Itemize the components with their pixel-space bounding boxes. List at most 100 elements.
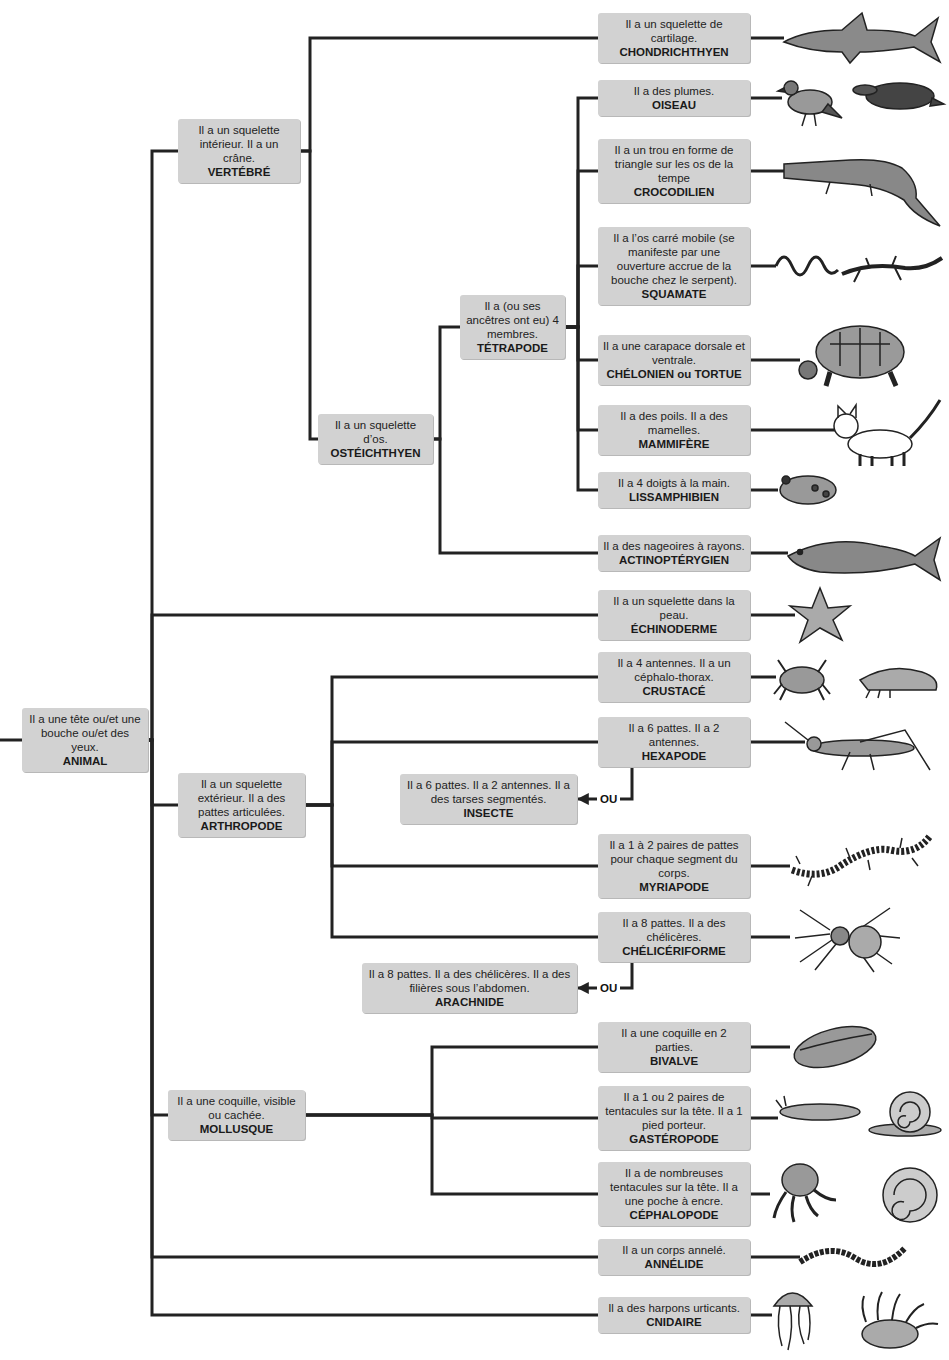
taxon-trait: Il a des harpons urticants. [603, 1301, 745, 1315]
crab-and-shrimp [860, 668, 937, 690]
cat [910, 400, 940, 438]
taxon-name: BIVALVE [603, 1054, 745, 1068]
octopus-and-nautilus [782, 1164, 818, 1196]
snake-and-lizard [776, 257, 838, 275]
leader-lines [748, 359, 800, 362]
taxon-box: Il a des plumes.OISEAU [598, 80, 750, 116]
grasshopper [785, 722, 930, 770]
taxon-box: Il a 8 pattes. Il a des chélicères. Il a… [362, 963, 577, 1013]
edge-label: OU [597, 982, 620, 995]
taxon-trait: Il a 4 doigts à la main. [603, 476, 745, 490]
taxon-trait: Il a 8 pattes. Il a des chélicères. Il a… [367, 967, 572, 995]
taxon-box: Il a un squelette d’os.OSTÉICHTHYEN [318, 414, 433, 464]
worm [800, 1248, 905, 1264]
taxon-trait: Il a une coquille en 2 parties. [603, 1026, 745, 1054]
taxon-name: HEXAPODE [603, 749, 745, 763]
taxon-name: ANNÉLIDE [603, 1257, 745, 1271]
taxon-name: MAMMIFÈRE [603, 437, 745, 451]
taxon-box: Il a un squelette intérieur. Il a un crâ… [178, 119, 300, 183]
taxon-box: Il a un corps annelé.ANNÉLIDE [598, 1239, 750, 1275]
tree-branch [305, 805, 598, 937]
taxon-box: Il a une carapace dorsale et ventrale.CH… [598, 335, 750, 385]
taxon-name: CHÉLONIEN ou TORTUE [603, 367, 745, 381]
leader-lines [748, 429, 835, 432]
edge-label: OU [597, 793, 620, 806]
taxon-box: Il a un squelette extérieur. Il a des pa… [178, 773, 305, 837]
taxon-trait: Il a (ou ses ancêtres ont eu) 4 membres. [465, 299, 560, 341]
taxon-name: MYRIAPODE [603, 880, 745, 894]
leader-lines [748, 265, 776, 268]
taxon-box: Il a des poils. Il a des mamelles.MAMMIF… [598, 405, 750, 455]
taxon-trait: Il a une coquille, visible ou cachée. [173, 1094, 300, 1122]
taxon-name: CHÉLICÉRIFORME [603, 944, 745, 958]
spider [795, 908, 900, 972]
jellyfish-and-anemone [778, 1306, 810, 1350]
leader-lines [748, 741, 805, 744]
leader-lines [0, 739, 24, 742]
shark [784, 13, 940, 63]
octopus-and-nautilus [892, 1179, 926, 1219]
taxon-name: CRUSTACÉ [603, 684, 745, 698]
turtle [826, 372, 896, 386]
octopus-and-nautilus [883, 1168, 937, 1222]
taxon-name: CNIDAIRE [603, 1315, 745, 1329]
crab-and-shrimp [774, 660, 830, 700]
leader-lines [748, 1046, 790, 1049]
centipede [796, 838, 918, 886]
tree-branch [300, 151, 318, 439]
taxon-trait: Il a de nombreuses tentacules sur la têt… [603, 1166, 745, 1208]
turtle [799, 326, 904, 386]
bird-and-platypus [930, 98, 944, 106]
fish [788, 538, 940, 580]
slug-and-snail [776, 1092, 941, 1136]
leader-lines [748, 865, 790, 868]
taxon-name: CHONDRICHTHYEN [603, 45, 745, 59]
tree-branch [565, 327, 598, 360]
taxon-trait: Il a un squelette dans la peau. [603, 594, 745, 622]
taxon-name: ACTINOPTÉRYGIEN [603, 553, 745, 567]
taxon-trait: Il a un trou en forme de triangle sur le… [603, 143, 745, 185]
leader-lines [748, 37, 784, 40]
octopus-and-nautilus [774, 1164, 937, 1222]
spider [831, 927, 849, 945]
taxon-box: Il a l’os carré mobile (se manifeste par… [598, 227, 750, 305]
tree-branch [148, 740, 598, 1257]
taxon-trait: Il a 1 ou 2 paires de tentacules sur la … [603, 1090, 745, 1132]
taxon-name: MOLLUSQUE [173, 1122, 300, 1136]
crocodile [784, 160, 940, 226]
bird-and-platypus [866, 83, 934, 109]
cat [838, 405, 856, 418]
taxon-trait: Il a un squelette intérieur. Il a un crâ… [183, 123, 295, 165]
taxon-trait: Il a un squelette d’os. [323, 418, 428, 446]
taxon-trait: Il a 4 antennes. Il a un céphalo-thorax. [603, 656, 745, 684]
leader-lines [0, 38, 835, 1315]
bird-and-platypus [853, 85, 877, 95]
tree-branch [305, 1115, 598, 1194]
cat [834, 400, 940, 466]
taxon-box: Il a 4 antennes. Il a un céphalo-thorax.… [598, 652, 750, 702]
taxon-box: Il a une coquille en 2 parties.BIVALVE [598, 1022, 750, 1072]
slug-and-snail [780, 1104, 860, 1120]
taxon-name: ANIMAL [27, 754, 143, 768]
frog [823, 491, 829, 497]
tree-branch [148, 740, 598, 1315]
octopus-and-nautilus [774, 1190, 836, 1222]
leader-lines [748, 1193, 770, 1196]
taxon-name: GASTÉROPODE [603, 1132, 745, 1146]
taxon-box: Il a 1 à 2 paires de pattes pour chaque … [598, 834, 750, 898]
slug-and-snail [890, 1092, 930, 1132]
mussel [790, 1019, 880, 1076]
centipede [792, 836, 930, 874]
leader-lines [748, 1256, 800, 1259]
taxon-box: Il a un squelette de cartilage.CHONDRICH… [598, 13, 750, 63]
leader-lines [748, 1117, 778, 1120]
tree-branch [305, 1047, 598, 1115]
leader-lines [748, 614, 795, 617]
grasshopper [810, 740, 914, 756]
taxon-trait: Il a 6 pattes. Il a 2 antennes. Il a des… [405, 778, 572, 806]
taxon-box: Il a des nageoires à rayons.ACTINOPTÉRYG… [598, 535, 750, 571]
worm [800, 1248, 905, 1264]
leader-lines [748, 676, 776, 679]
